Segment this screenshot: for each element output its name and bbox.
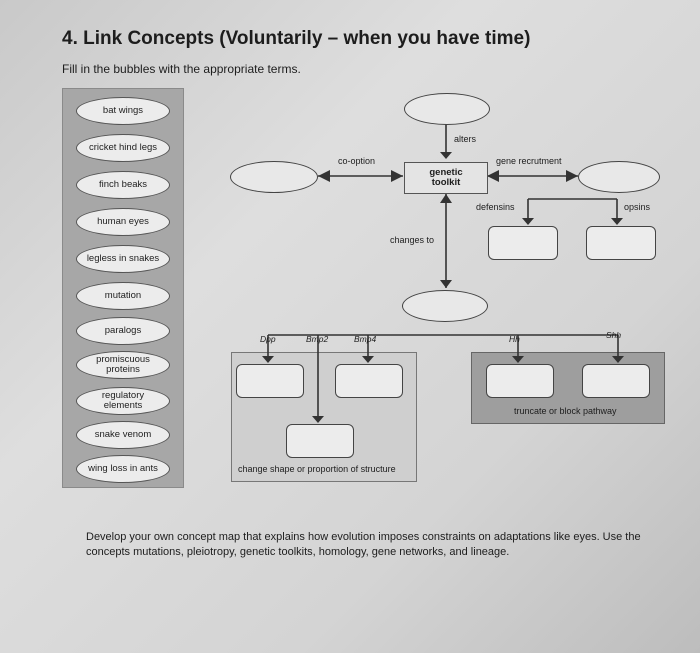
term-bank: bat wings cricket hind legs finch beaks … xyxy=(62,88,184,488)
label-defensins: defensins xyxy=(476,202,515,212)
answer-box-shh[interactable] xyxy=(582,364,650,398)
term-bubble[interactable]: snake venom xyxy=(76,421,170,449)
label-bmp4: Bmp4 xyxy=(354,334,377,344)
label-alters: alters xyxy=(454,134,477,144)
term-bubble[interactable]: cricket hind legs xyxy=(76,134,170,162)
label-shh: Shh xyxy=(606,330,622,340)
term-bubble[interactable]: paralogs xyxy=(76,317,170,345)
answer-box-bmp4[interactable] xyxy=(335,364,403,398)
label-truncate-pathway: truncate or block pathway xyxy=(514,406,617,416)
label-change-shape: change shape or proportion of structure xyxy=(238,464,396,474)
answer-box-defensins[interactable] xyxy=(488,226,558,260)
term-bubble[interactable]: bat wings xyxy=(76,97,170,125)
label-gene-recruitment: gene recrutment xyxy=(496,156,562,166)
label-dpp: Dpp xyxy=(260,334,276,344)
answer-bubble-top[interactable] xyxy=(404,93,490,125)
genetic-toolkit-box: genetic toolkit xyxy=(404,162,488,194)
answer-box-bmp2[interactable] xyxy=(286,424,354,458)
label-changes-to: changes to xyxy=(390,235,435,245)
term-bubble[interactable]: regulatory elements xyxy=(76,387,170,415)
label-hh: Hh xyxy=(509,334,520,344)
label-opsins: opsins xyxy=(624,202,651,212)
term-bubble[interactable]: promiscuous proteins xyxy=(76,351,170,379)
term-bubble[interactable]: finch beaks xyxy=(76,171,170,199)
label-co-option: co-option xyxy=(338,156,376,166)
term-bubble[interactable]: human eyes xyxy=(76,208,170,236)
term-bubble[interactable]: mutation xyxy=(76,282,170,310)
answer-bubble-left[interactable] xyxy=(230,161,318,193)
answer-bubble-right[interactable] xyxy=(578,161,660,193)
page-title: 4. Link Concepts (Voluntarily – when you… xyxy=(62,28,531,49)
answer-box-hh[interactable] xyxy=(486,364,554,398)
instruction-text: Fill in the bubbles with the appropriate… xyxy=(62,62,301,76)
term-bubble[interactable]: legless in snakes xyxy=(76,245,170,273)
answer-bubble-center[interactable] xyxy=(402,290,488,322)
term-bubble[interactable]: wing loss in ants xyxy=(76,455,170,483)
label-bmp2: Bmp2 xyxy=(306,334,329,344)
answer-box-dpp[interactable] xyxy=(236,364,304,398)
concept-map-prompt: Develop your own concept map that explai… xyxy=(86,531,641,558)
answer-box-opsins[interactable] xyxy=(586,226,656,260)
